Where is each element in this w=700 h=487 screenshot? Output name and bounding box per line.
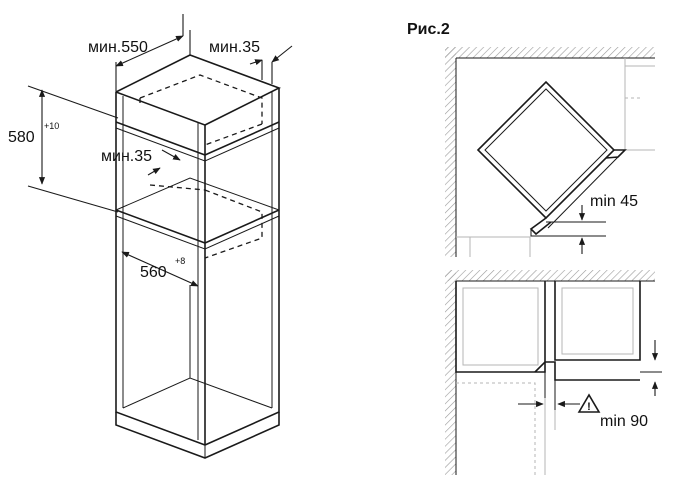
- door-hinges: [529, 149, 627, 236]
- appliance-right-inner: [561, 287, 634, 355]
- appliance-door: [534, 361, 640, 381]
- width-label: мин.550: [88, 39, 148, 56]
- height-label: 580: [8, 129, 35, 146]
- wall-left-hatch-2: [445, 270, 456, 475]
- height-tolerance: +10: [44, 121, 59, 131]
- warning-icon: [577, 393, 601, 413]
- appliance-right: [554, 281, 641, 361]
- height-dimension: [27, 85, 119, 213]
- door-clearance-edges: [544, 372, 556, 410]
- niche-dashed-bottom: [204, 189, 263, 259]
- niche-dashed-top: [139, 74, 263, 124]
- lower-shelf-front-2: [115, 215, 280, 250]
- wall-top-hatch: [445, 47, 655, 58]
- width-dimension: [115, 14, 191, 92]
- clearance-label-top: min 45: [590, 193, 638, 210]
- cabinet-top: [115, 54, 282, 126]
- corner-plan-top: [445, 47, 655, 257]
- wall-left-hatch: [445, 47, 456, 257]
- cabinet-drawing: [115, 54, 282, 459]
- corner-plan-bottom: [445, 270, 662, 475]
- inner-width-dimension: [121, 251, 199, 287]
- lower-cabinet: [456, 382, 536, 475]
- inner-gap-label: мин.35: [101, 148, 152, 165]
- niche-dashed-back: [149, 184, 206, 191]
- inner-gap-dimension: [147, 149, 181, 176]
- side-gap-dimension: [249, 45, 293, 84]
- warning-symbol: !: [587, 401, 591, 413]
- door-edge: [547, 156, 619, 229]
- niche-dashed-edge: [139, 98, 263, 146]
- lower-shelf-front: [115, 209, 280, 244]
- wall-top-hatch-2: [445, 270, 655, 281]
- lower-shelf-back: [115, 177, 280, 211]
- inner-width-tolerance: +8: [175, 256, 185, 266]
- corner-cabinet: [455, 281, 546, 373]
- upper-shelf-front: [115, 121, 280, 156]
- side-gap-label: мин.35: [209, 39, 260, 56]
- corner-cabinet-inner: [462, 287, 539, 366]
- side-cabinet-bottom: [456, 236, 531, 257]
- side-cabinet-right: [624, 58, 655, 151]
- appliance-rotated-inner: [484, 88, 608, 212]
- figure-title: Рис.2: [407, 21, 450, 38]
- clearance-label-bottom: min 90: [600, 413, 648, 430]
- inner-width-label: 560: [140, 264, 167, 281]
- upper-shelf-front-2: [115, 127, 280, 162]
- wall-inner-lines: [455, 57, 655, 257]
